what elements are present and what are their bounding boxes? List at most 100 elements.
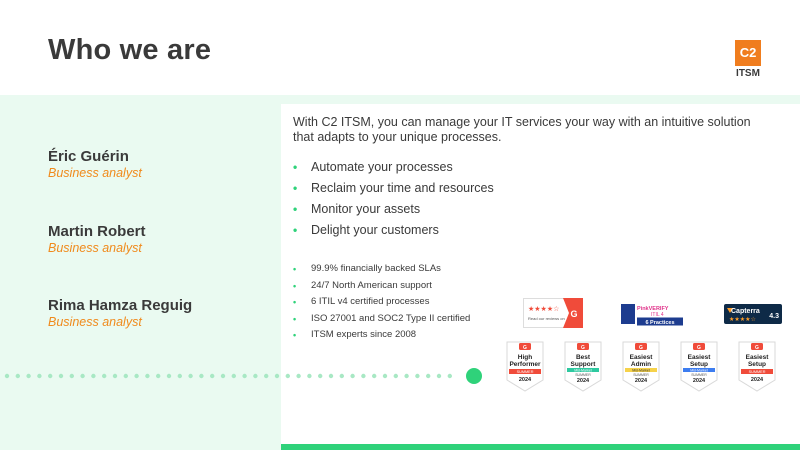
member-role: Business analyst <box>48 315 142 329</box>
timeline-dot <box>199 373 204 379</box>
timeline-dot <box>134 373 139 379</box>
capterra-badge: Capterra ★★★★☆ 4.3 <box>724 304 782 324</box>
award-line1: High <box>518 354 532 361</box>
team-member: Rima Hamza Reguig Business analyst <box>48 297 192 329</box>
member-name: Martin Robert <box>48 223 146 240</box>
award-ribbon <box>509 369 541 374</box>
timeline-dot <box>350 373 355 379</box>
timeline-dot <box>91 373 96 379</box>
page-title: Who we are <box>48 34 212 66</box>
timeline-dot <box>274 373 280 379</box>
timeline-dot <box>404 373 409 379</box>
award-line1: Best <box>576 354 591 361</box>
g2-logo-icon <box>635 343 647 350</box>
award-season: SUMMER <box>633 373 649 377</box>
g2-award-badge: G Easiest Setup Mid-Market SUMMER 2024 <box>680 341 718 392</box>
list-item: •24/7 North American support <box>293 280 470 297</box>
award-line2: Admin <box>631 361 651 368</box>
timeline-dot <box>242 373 247 379</box>
list-item-text: 6 ITIL v4 certified processes <box>311 296 430 307</box>
award-ribbon <box>625 368 657 372</box>
list-item-text: Monitor your assets <box>311 202 421 216</box>
award-ribbon-text: Mid-Market <box>690 368 708 372</box>
timeline-dot <box>393 373 398 379</box>
timeline-dot <box>447 373 452 379</box>
intro-paragraph: With C2 ITSM, you can manage your IT ser… <box>293 115 751 144</box>
g2-review-badge: ★★★★☆ Read our reviews on G <box>523 298 583 328</box>
award-year: 2024 <box>751 377 764 383</box>
c2-itsm-logo: C2 ITSM <box>731 40 765 79</box>
pinkverify-logo-icon <box>621 304 635 324</box>
list-item-text: ITSM experts since 2008 <box>311 329 417 340</box>
timeline-dot <box>296 373 301 379</box>
timeline-dot <box>318 373 323 379</box>
timeline-dot <box>80 373 85 379</box>
bullet-icon: • <box>293 160 298 174</box>
logo-mark: C2 <box>735 40 761 66</box>
g2-mark: G <box>697 345 701 351</box>
award-ribbon <box>741 369 773 374</box>
g2-award-badge: G Best Support Mid-Market SUMMER 2024 <box>564 341 602 392</box>
capterra-logo-icon <box>727 308 733 313</box>
timeline-dot <box>15 373 20 379</box>
bullet-icon: • <box>293 264 297 274</box>
capterra-stars: ★★★★☆ <box>729 316 756 323</box>
award-year: 2024 <box>577 378 590 384</box>
timeline-dot <box>48 373 53 379</box>
timeline-dot <box>328 373 334 379</box>
pinkverify-label: PinkVERIFY <box>637 306 669 312</box>
member-role: Business analyst <box>48 241 142 255</box>
list-item-text: 99.9% financially backed SLAs <box>311 263 441 274</box>
timeline-dot <box>112 373 118 379</box>
badge-shape <box>622 341 660 392</box>
g2-mark: G <box>755 345 759 351</box>
capterra-score: 4.3 <box>769 313 779 320</box>
award-ribbon-text: Mid-Market <box>574 368 592 372</box>
g2-award-badge: G Easiest Setup SUMMER 2024 <box>738 341 776 392</box>
list-item: • 99.9% financially backed SLAs <box>293 263 470 280</box>
list-item: •ISO 27001 and SOC2 Type II certified <box>293 313 470 330</box>
timeline-dot <box>415 373 420 379</box>
timeline-dot <box>361 373 366 379</box>
timeline-dot <box>58 373 64 379</box>
timeline-dot <box>156 373 161 379</box>
benefits-list: •Automate your processes •Reclaim your t… <box>293 159 494 243</box>
award-ribbon <box>567 368 599 372</box>
pinkverify-practices: 6 Practices <box>645 320 674 326</box>
list-item-text: Automate your processes <box>311 160 453 174</box>
timeline-dot <box>4 373 10 379</box>
timeline-dot <box>339 373 344 379</box>
award-season: SUMMER <box>691 373 707 377</box>
pinkverify-practices-box <box>637 317 683 326</box>
bullet-icon: • <box>293 223 298 237</box>
bottom-accent-bar <box>281 444 800 450</box>
award-year: 2024 <box>693 378 706 384</box>
g2-review-caption: Read our reviews on <box>528 316 565 321</box>
award-line2: Performer <box>509 361 541 368</box>
member-name: Rima Hamza Reguig <box>48 297 193 314</box>
g2-mark: G <box>581 345 585 351</box>
list-item-text: Delight your customers <box>311 223 439 237</box>
list-item: • Delight your customers <box>293 222 494 243</box>
timeline-dot <box>253 373 258 379</box>
timeline-dot <box>166 373 172 379</box>
award-season: SUMMER <box>575 373 591 377</box>
pinkverify-badge: PinkVERIFY ITIL 4 6 Practices <box>621 302 683 326</box>
award-line1: Easiest <box>630 354 654 361</box>
timeline-dot <box>220 373 226 379</box>
award-line1: Easiest <box>688 354 712 361</box>
award-year: 2024 <box>519 377 532 383</box>
badge-shape <box>738 341 776 392</box>
g2-logo-icon <box>751 343 763 350</box>
g2-logo-icon <box>693 343 705 350</box>
bullet-icon: • <box>293 202 298 216</box>
logo-text: ITSM <box>736 68 760 79</box>
g2-review-stars: ★★★★☆ <box>528 305 559 313</box>
bullet-icon: • <box>293 330 297 340</box>
pinkverify-itil: ITIL 4 <box>651 312 664 318</box>
dotted-timeline <box>4 368 482 384</box>
badge-shape <box>680 341 718 392</box>
bullet-icon: • <box>293 181 298 195</box>
g2-logo-icon: G <box>570 309 577 319</box>
award-ribbon-text: SUMMER <box>749 370 766 374</box>
